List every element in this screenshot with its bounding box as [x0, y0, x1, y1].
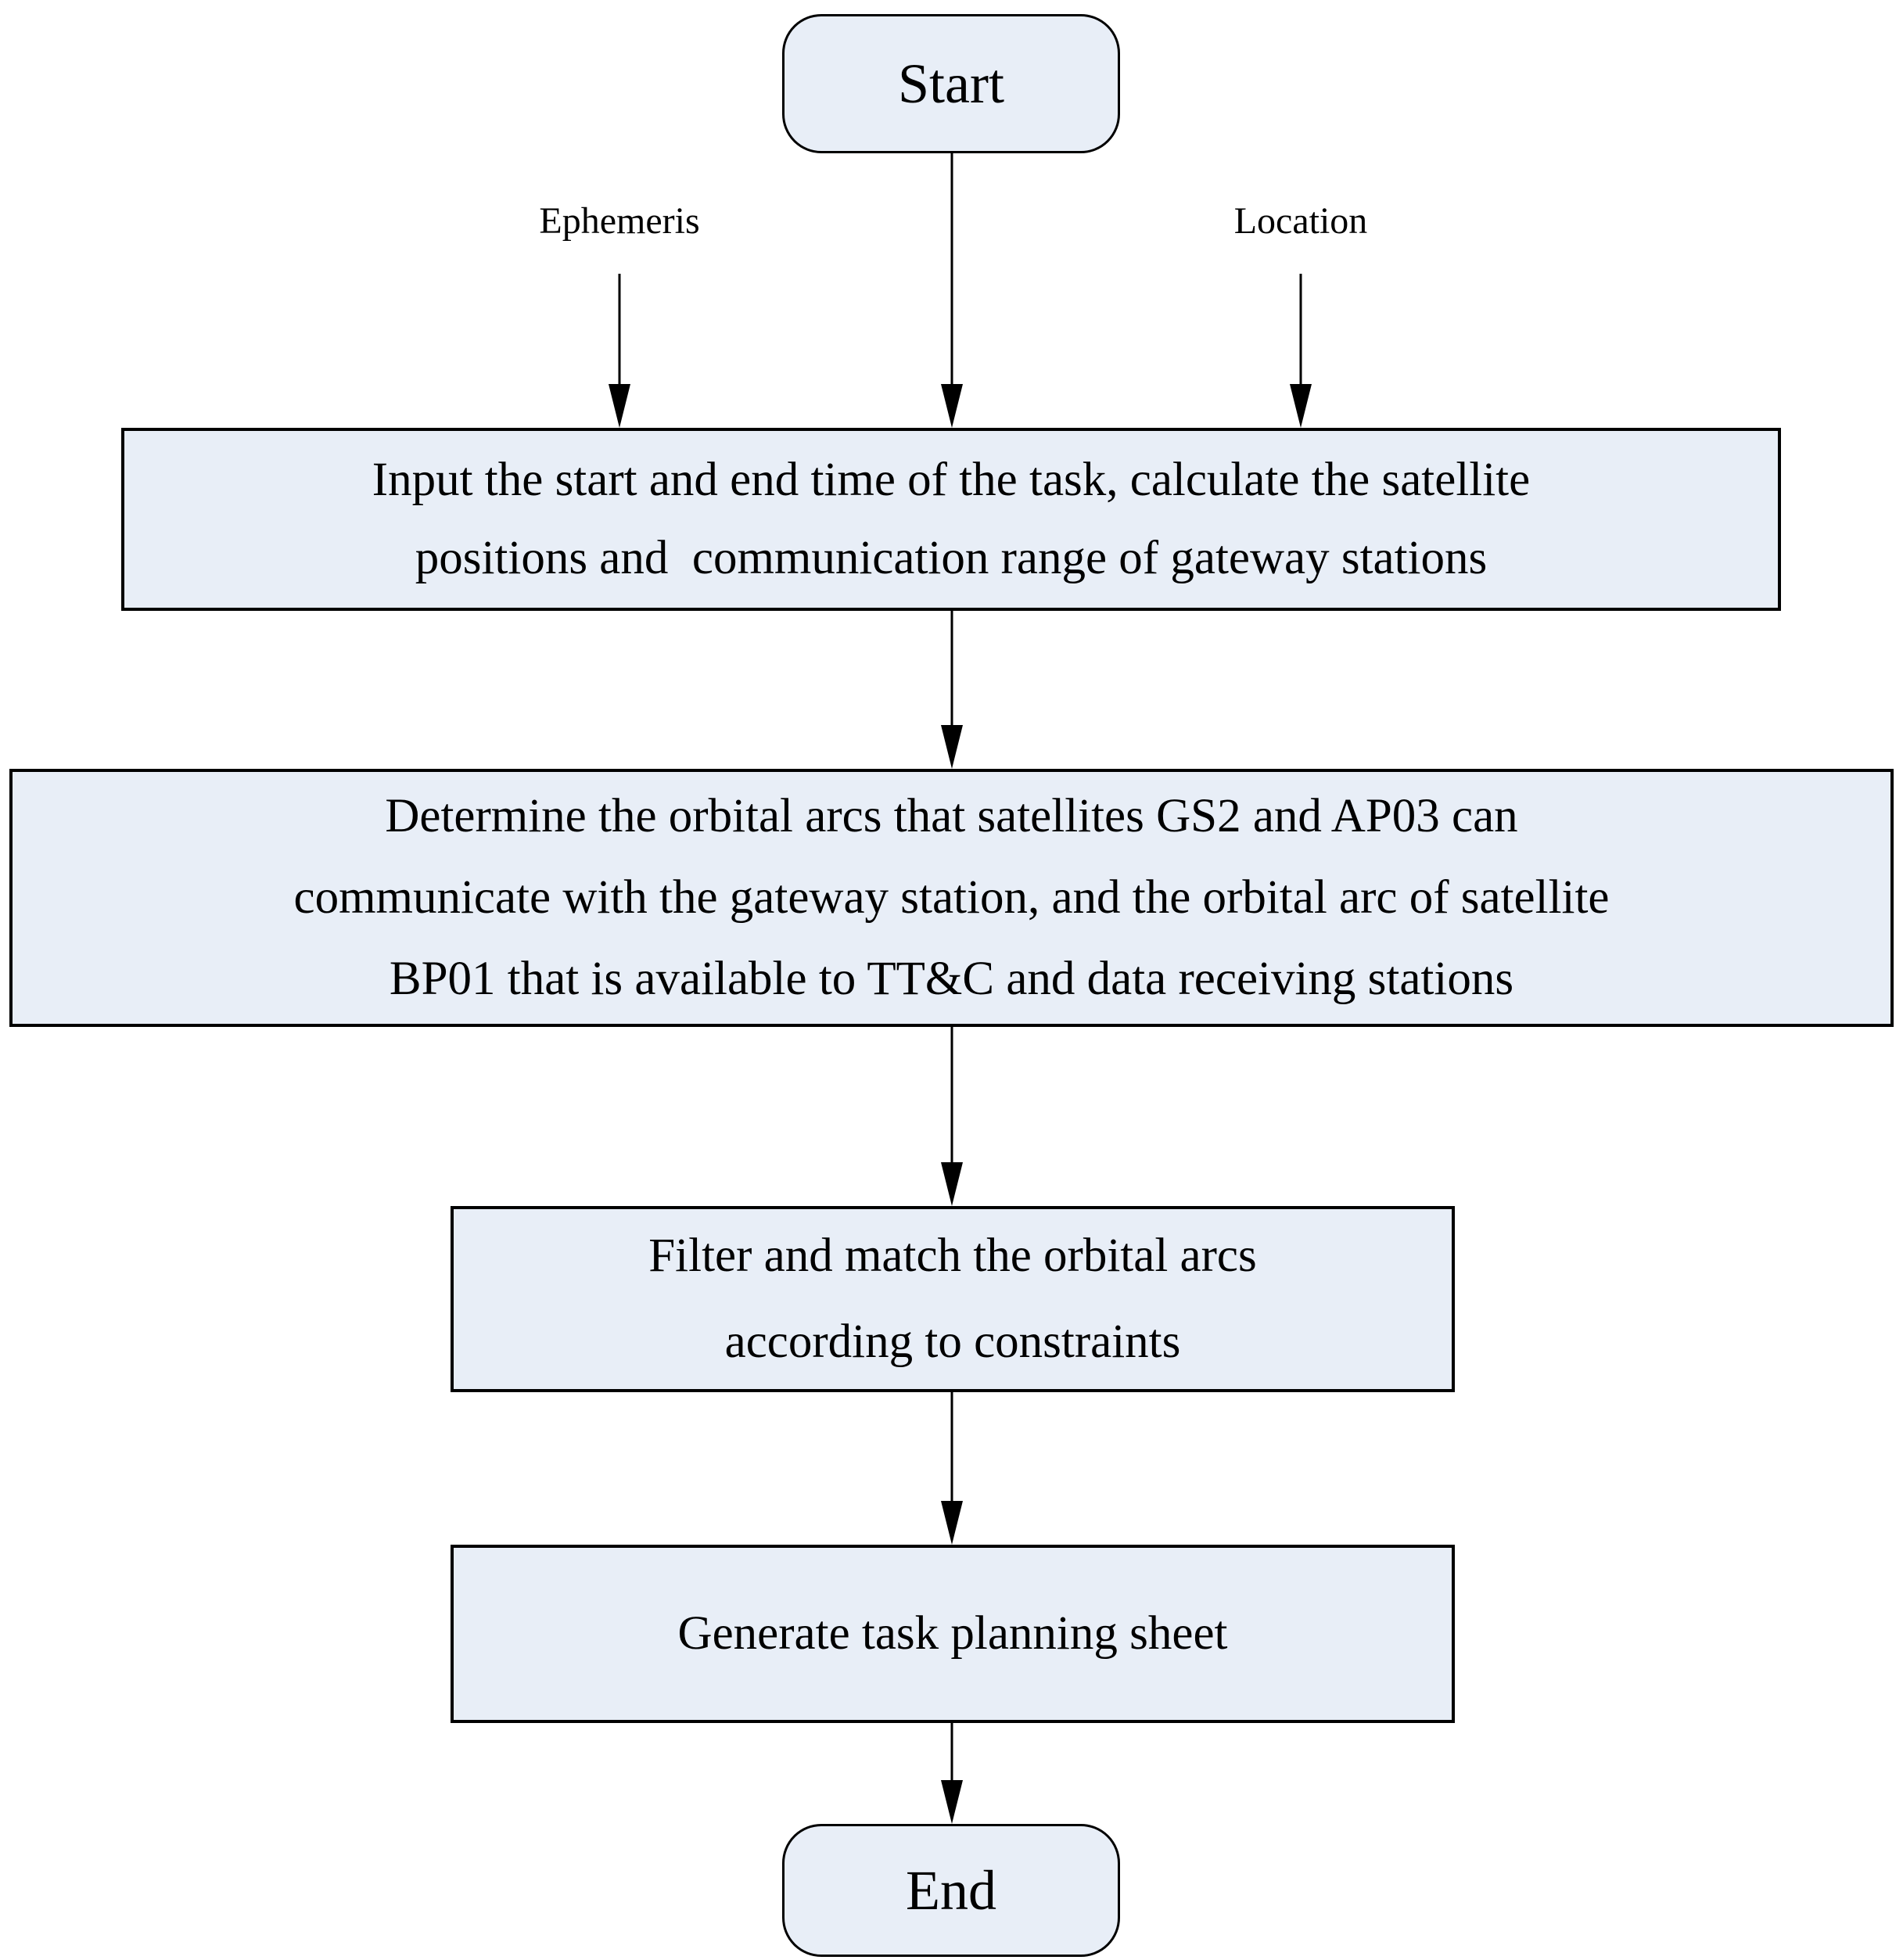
node-determine-line: Determine the orbital arcs that satellit… — [385, 790, 1518, 842]
arrowhead-down-icon — [1290, 384, 1312, 428]
node-end: End — [782, 1824, 1120, 1957]
arrowhead-down-icon — [941, 1780, 963, 1824]
connector-filter-to-generate — [950, 1391, 953, 1501]
node-start-label: Start — [898, 52, 1004, 115]
node-input-line: positions and communication range of gat… — [415, 532, 1488, 584]
node-generate-sheet: Generate task planning sheet — [451, 1545, 1455, 1723]
arrowhead-down-icon — [609, 384, 630, 428]
connector-generate-to-end — [950, 1721, 953, 1780]
node-input-line: Input the start and end time of the task… — [372, 454, 1531, 506]
input-label-ephemeris: Ephemeris — [539, 200, 700, 242]
arrowhead-down-icon — [941, 725, 963, 769]
connector-determine-to-filter — [950, 1025, 953, 1162]
node-determine-line: communicate with the gateway station, an… — [293, 871, 1610, 924]
node-determine-line: BP01 that is available to TT&C and data … — [389, 953, 1514, 1005]
connector-input-to-determine — [950, 609, 953, 725]
node-end-label: End — [906, 1858, 996, 1922]
input-label-location: Location — [1233, 200, 1368, 242]
node-filter-line: Filter and match the orbital arcs — [648, 1229, 1257, 1282]
connector-location-to-input — [1299, 274, 1302, 384]
connector-start-to-input — [950, 152, 953, 384]
connector-ephemeris-to-input — [618, 274, 621, 384]
node-input-task-time: Input the start and end time of the task… — [121, 428, 1781, 611]
node-start: Start — [782, 14, 1120, 153]
node-determine-orbital-arcs: Determine the orbital arcs that satellit… — [9, 769, 1894, 1027]
arrowhead-down-icon — [941, 1162, 963, 1206]
node-filter-line: according to constraints — [724, 1316, 1181, 1368]
arrowhead-down-icon — [941, 384, 963, 428]
node-filter-match-arcs: Filter and match the orbital arcs accord… — [451, 1206, 1455, 1392]
arrowhead-down-icon — [941, 1501, 963, 1545]
node-generate-line: Generate task planning sheet — [677, 1607, 1228, 1660]
